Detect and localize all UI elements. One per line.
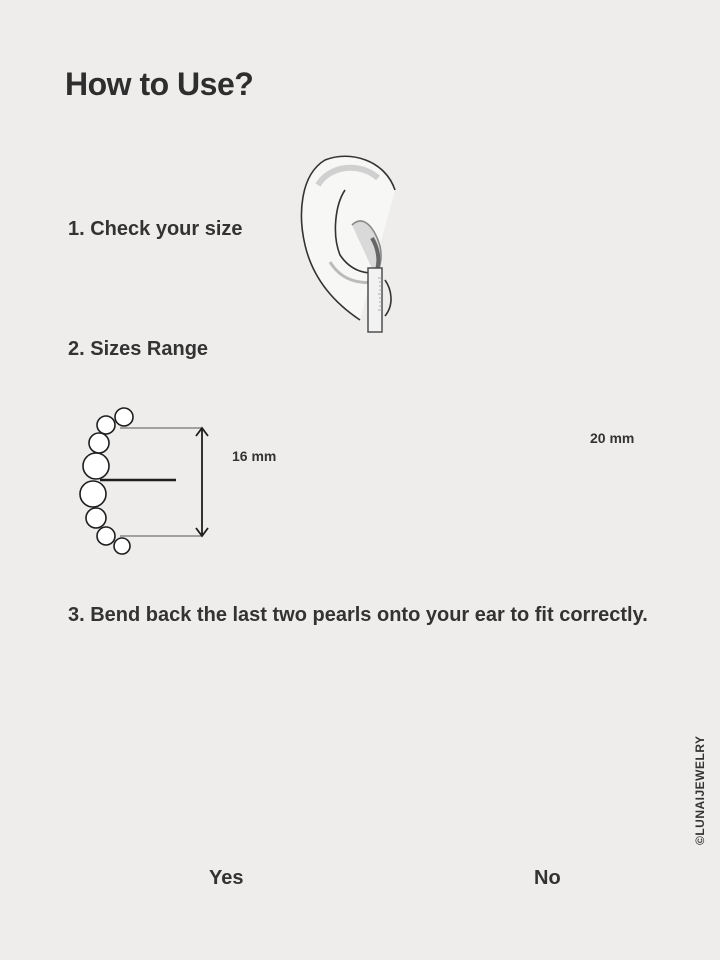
page-title: How to Use? xyxy=(65,66,254,102)
step-check-size: 1. Check your size xyxy=(68,218,243,240)
ear-with-ruler-icon xyxy=(300,155,396,333)
step-sizes-range: 2. Sizes Range xyxy=(68,338,209,360)
step-bend-pearls: 3. Bend back the last two pearls onto yo… xyxy=(68,604,648,626)
example-yes-label: Yes xyxy=(209,867,244,889)
earring-16mm-diagram xyxy=(79,407,209,555)
size-16mm-label: 16 mm xyxy=(232,448,277,464)
size-20mm-label: 20 mm xyxy=(590,430,635,446)
example-no-label: No xyxy=(534,867,561,889)
brand-watermark: ©LUNAIJEWELRY xyxy=(693,735,707,845)
